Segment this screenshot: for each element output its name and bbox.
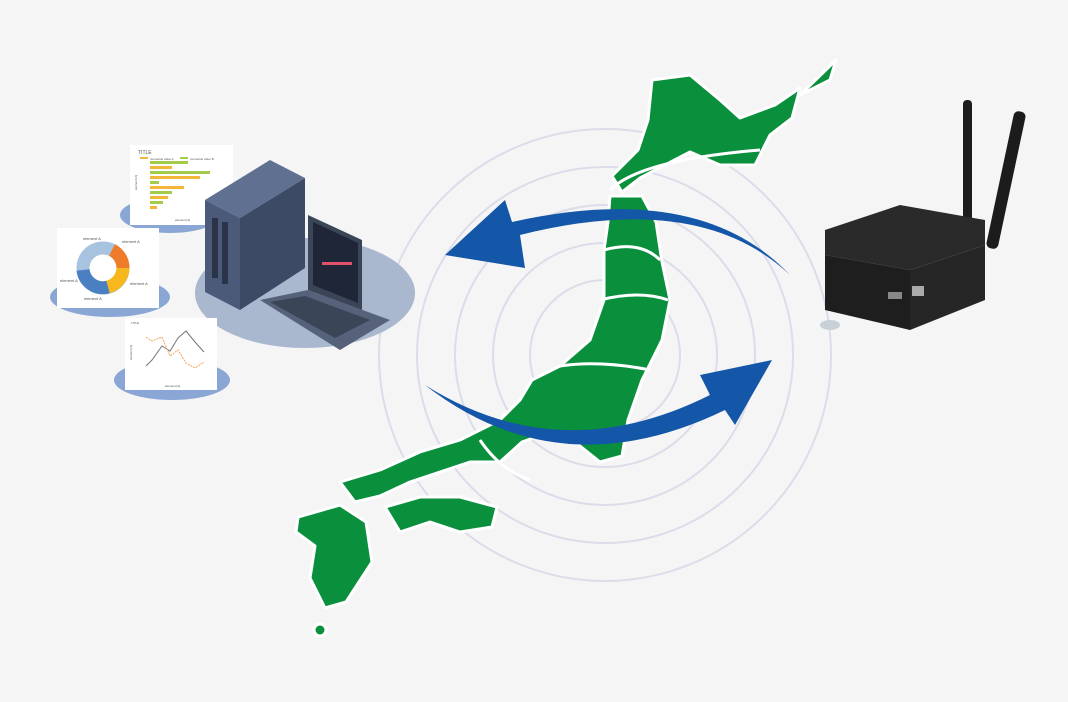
svg-text:element A: element A xyxy=(83,236,101,241)
svg-text:element [A]: element [A] xyxy=(134,175,138,190)
svg-text:element A: element A xyxy=(84,296,102,301)
shikoku xyxy=(383,495,499,534)
svg-text:element A: element A xyxy=(60,278,78,283)
japan-map xyxy=(294,58,838,638)
kyushu xyxy=(294,503,374,610)
hokkaido xyxy=(610,73,802,194)
donut-chart-card: element A element A element A element A … xyxy=(57,228,159,308)
svg-text:TITLE: TITLE xyxy=(131,321,139,325)
server-tower-icon xyxy=(205,160,305,310)
svg-text:element A: element A xyxy=(122,239,140,244)
svg-text:numerical value A: numerical value A xyxy=(150,157,174,161)
honshu xyxy=(338,194,672,504)
svg-text:numerical value B: numerical value B xyxy=(190,157,214,161)
arrow-to-right xyxy=(425,360,772,445)
arrow-to-left xyxy=(445,200,790,275)
svg-text:element [A]: element [A] xyxy=(129,345,133,360)
router-device-icon xyxy=(820,100,1026,330)
bar-card-title: TITLE xyxy=(138,150,152,156)
svg-text:element [A]: element [A] xyxy=(165,384,180,388)
laptop-icon xyxy=(260,215,390,350)
line-chart-card: TITLE element [A] element [A] xyxy=(125,318,217,390)
svg-text:element [A]: element [A] xyxy=(175,218,190,222)
map-borders xyxy=(478,148,761,482)
svg-text:element A: element A xyxy=(130,281,148,286)
